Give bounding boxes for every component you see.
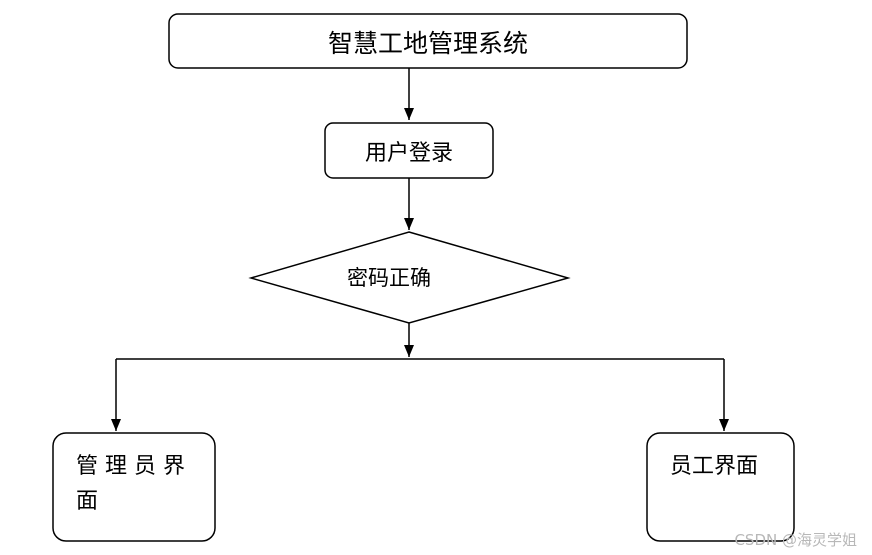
staff-interface-node: 员工界面: [646, 432, 795, 542]
admin-label-line2: 面: [76, 489, 98, 514]
csdn-watermark: CSDN @海灵学姐: [734, 531, 857, 549]
arrowhead-login-to-decision: [404, 218, 414, 230]
admin-label-line1: 管 理 员 界: [76, 454, 185, 479]
password-decision-node: 密码正确: [248, 231, 571, 324]
admin-interface-node: 管 理 员 界 面: [52, 432, 216, 542]
system-title-node: 智慧工地管理系统: [168, 13, 688, 69]
decision-label: 密码正确: [347, 266, 431, 290]
system-title-label: 智慧工地管理系统: [328, 29, 528, 58]
arrowhead-decision-to-branch: [404, 345, 414, 357]
arrowhead-branch-to-staff: [719, 419, 729, 431]
login-label: 用户登录: [365, 141, 453, 166]
arrowhead-title-to-login: [404, 108, 414, 120]
staff-label: 员工界面: [670, 454, 758, 479]
arrowhead-branch-to-admin: [111, 419, 121, 431]
login-node: 用户登录: [324, 122, 494, 179]
